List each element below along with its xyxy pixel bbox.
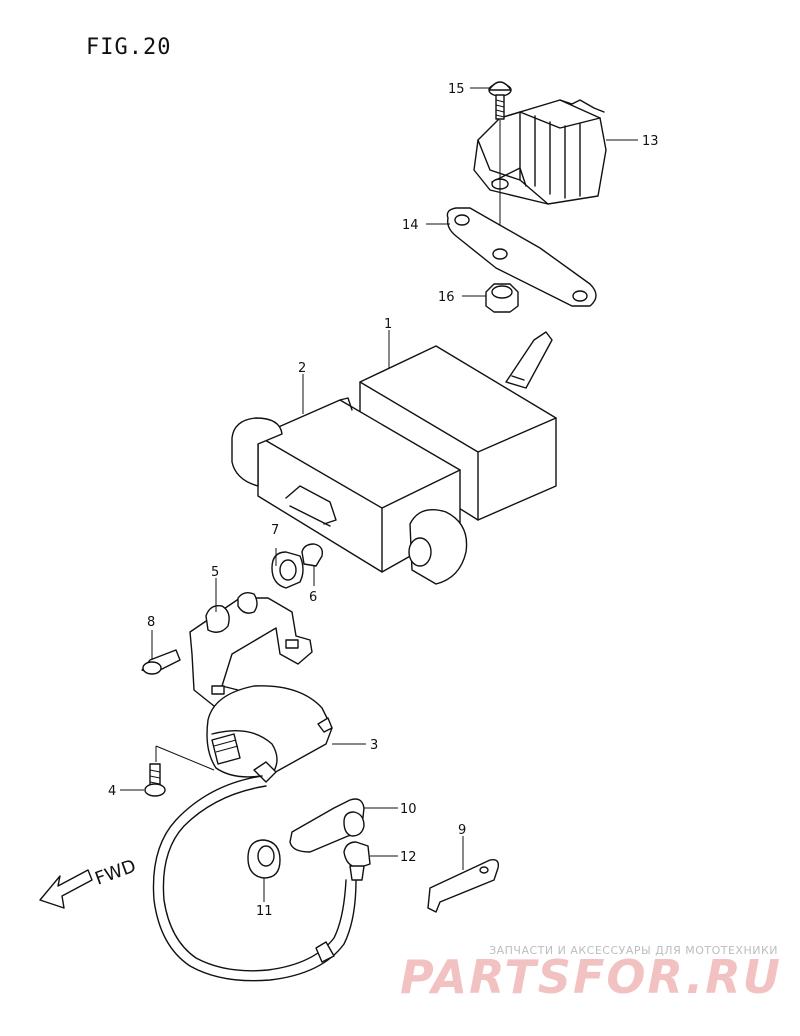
- callout-10: 10: [400, 802, 417, 817]
- part-8-bolt: [141, 649, 181, 675]
- callout-numbers: 1 2 3 4 5 6 7 8 9 10 11 12 13 14 15 16: [108, 82, 659, 919]
- callout-14: 14: [402, 218, 419, 233]
- high-tension-lead: [152, 775, 357, 982]
- callout-11: 11: [256, 904, 273, 919]
- callout-12: 12: [400, 850, 417, 865]
- callout-15: 15: [448, 82, 465, 97]
- callout-16: 16: [438, 290, 455, 305]
- part-3-ignition-coil: [206, 685, 333, 783]
- part-7-grommet: [271, 551, 304, 589]
- part-2-housing: [231, 397, 468, 585]
- callout-5: 5: [211, 565, 219, 580]
- callout-8: 8: [147, 615, 155, 630]
- part-6-cap: [301, 543, 324, 567]
- callout-7: 7: [271, 523, 279, 538]
- callout-9: 9: [458, 823, 466, 838]
- part-11-grommet: [247, 839, 281, 879]
- callout-3: 3: [370, 738, 378, 753]
- part-16-nut: [485, 283, 519, 313]
- part-13-regulator: [473, 99, 607, 205]
- part-4-bolt: [144, 745, 215, 797]
- watermark-logo: PARTSFOR.RU: [399, 950, 782, 1004]
- callout-4: 4: [108, 784, 116, 799]
- leader-lines: [120, 87, 638, 902]
- figure-title: FIG.20: [86, 35, 172, 60]
- forward-direction-arrow: FWD: [39, 856, 139, 909]
- part-5-bracket: [189, 591, 313, 707]
- callout-1: 1: [384, 317, 392, 332]
- part-15-screw: [488, 81, 512, 258]
- part-10-plug-cap: [289, 798, 365, 853]
- callout-6: 6: [309, 590, 317, 605]
- fwd-label: FWD: [92, 856, 139, 890]
- part-9-clip: [427, 858, 500, 913]
- callout-2: 2: [298, 361, 306, 376]
- watermark-tagline: ЗАПЧАСТИ И АКСЕССУАРЫ ДЛЯ МОТОТЕХНИКИ: [489, 944, 778, 957]
- callout-13: 13: [642, 134, 659, 149]
- part-14-bracket: [446, 207, 597, 307]
- part-12-connector: [343, 841, 371, 881]
